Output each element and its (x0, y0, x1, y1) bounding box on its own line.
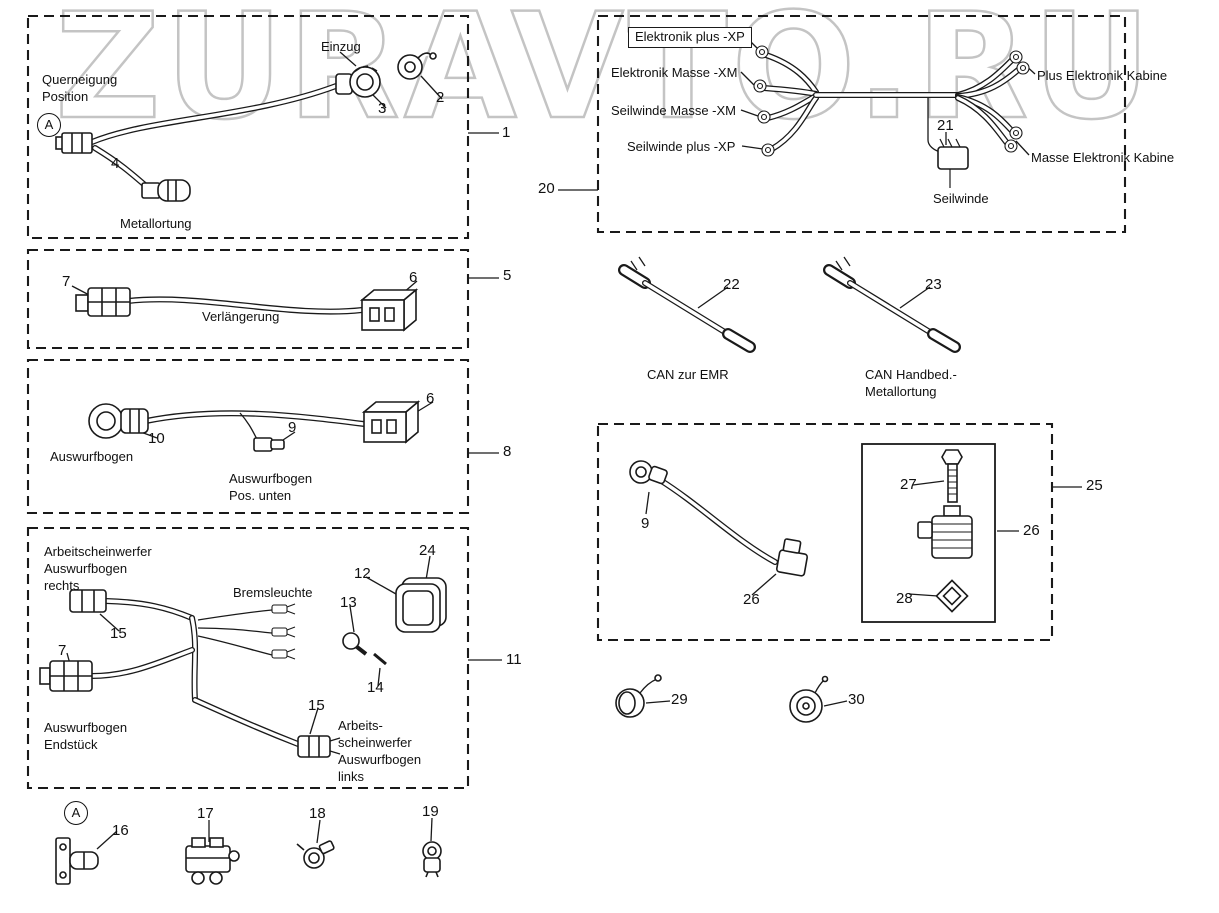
connector-15-bottom-art (297, 735, 341, 758)
part-21-art (937, 138, 969, 188)
callout-17: 17 (197, 805, 214, 822)
callout-24: 24 (419, 542, 436, 559)
callout-12: 12 (354, 565, 371, 582)
can-cable-23-art (823, 256, 961, 353)
connector-9-art (253, 437, 285, 452)
callout-20: 20 (538, 180, 555, 197)
callout-27: 27 (900, 476, 917, 493)
harness-11-art (39, 577, 447, 758)
connector-26a-art (775, 538, 809, 577)
label-elektronik-masse-xm: Elektronik Masse -XM (611, 65, 738, 80)
label-einzug: Einzug (321, 39, 361, 54)
connector-7b-art (39, 660, 93, 692)
label-can-zur-emr: CAN zur EMR (647, 367, 729, 382)
harness-20-art (753, 45, 1030, 188)
part-30-art (789, 675, 829, 723)
callout-7b: 7 (58, 642, 67, 659)
part-29-art (615, 674, 662, 718)
callout-7: 7 (62, 273, 71, 290)
label-auswurfbogen: Auswurfbogen (50, 449, 134, 464)
plug-3-art (335, 65, 381, 98)
part-19-art (422, 841, 442, 878)
callout-30: 30 (848, 691, 865, 708)
label-bremsleuchte: Bremsleuchte (233, 585, 313, 600)
metallortung-connector-art (141, 179, 191, 202)
coil-26b-art (917, 505, 973, 559)
callout-5: 5 (503, 267, 512, 284)
callout-10: 10 (148, 430, 165, 447)
callout-6: 6 (409, 269, 418, 286)
label-seilwinde: Seilwinde (933, 191, 989, 206)
group-frames (26, 14, 1127, 790)
callout-15b: 15 (308, 697, 325, 714)
can-cable-22-art (618, 256, 756, 353)
callout-3: 3 (378, 100, 387, 117)
lamp-12-24-art (395, 577, 447, 633)
callout-8: 8 (503, 443, 512, 460)
callout-26b: 26 (1023, 522, 1040, 539)
callout-16: 16 (112, 822, 129, 839)
label-seilwinde-plus-xp: Seilwinde plus -XP (627, 139, 736, 154)
part-16-art (55, 837, 99, 885)
ref-mark-a-top: A (37, 113, 61, 137)
cable-25-art (629, 449, 973, 613)
connector-6-art (359, 288, 419, 332)
callout-15: 15 (110, 625, 127, 642)
callout-22: 22 (723, 276, 740, 293)
label-arbeitscheinwerfer-rechts: Arbeitscheinwerfer Auswurfbogen rechts (44, 544, 152, 593)
connector-15-top-art (69, 589, 107, 613)
label-verlaengerung: Verlängerung (202, 309, 280, 324)
callout-9b: 9 (641, 515, 650, 532)
callout-19: 19 (422, 803, 439, 820)
extension-cable-5-art (75, 287, 419, 332)
auswurfbogen-cable-8-art (88, 400, 421, 452)
callout-14: 14 (367, 679, 384, 696)
callout-23: 23 (925, 276, 942, 293)
callout-11: 11 (506, 651, 522, 668)
callout-29: 29 (671, 691, 688, 708)
part-18-art (296, 840, 335, 869)
callout-21: 21 (937, 117, 954, 134)
connector-7-art (75, 287, 131, 317)
callout-28: 28 (896, 590, 913, 607)
label-querneigung-position: Querneigung Position (42, 72, 118, 104)
connector-6b-art (361, 400, 421, 444)
bremsleuchte-terminals-art (271, 603, 296, 660)
label-metallortung: Metallortung (120, 216, 192, 231)
callout-13: 13 (340, 594, 357, 611)
connector-4-art (55, 132, 93, 154)
label-arbeitsscheinwerfer-links: Arbeits- scheinwerfer Auswurfbogen links (338, 718, 422, 784)
callout-1: 1 (502, 124, 511, 141)
label-plus-elektronik-kabine: Plus Elektronik Kabine (1037, 68, 1168, 83)
callout-leader-lines (66, 36, 1082, 850)
label-auswurfbogen-pos-unten: Auswurfbogen Pos. unten (229, 471, 313, 503)
label-auswurfbogen-endstueck: Auswurfbogen Endstück (44, 720, 128, 752)
callout-2: 2 (436, 89, 445, 106)
connector-10-art (88, 403, 149, 439)
bulb-13-art (342, 632, 368, 656)
ring-terminals-right (1004, 50, 1030, 153)
seal-28-art (935, 579, 969, 613)
callout-6b: 6 (426, 390, 435, 407)
harness-1-art (55, 52, 437, 202)
part-17-art (185, 837, 240, 885)
callout-18: 18 (309, 805, 326, 822)
callout-9: 9 (288, 419, 297, 436)
label-seilwinde-masse-xm: Seilwinde Masse -XM (611, 103, 736, 118)
cap-2-art (397, 52, 437, 80)
connector-9b-art (629, 460, 668, 485)
watermark: ZURAVTO.RU (54, 0, 1155, 153)
bolt-27-art (941, 449, 963, 503)
callout-25: 25 (1086, 477, 1103, 494)
callout-4: 4 (111, 155, 120, 172)
pin-14-art (373, 652, 387, 666)
label-elektronik-plus-xp: Elektronik plus -XP (628, 27, 752, 48)
ref-mark-a-bottom: A (64, 801, 88, 825)
inner-frame-26 (861, 443, 996, 623)
callout-26: 26 (743, 591, 760, 608)
label-can-handbed-metallortung: CAN Handbed.- Metallortung (865, 367, 957, 399)
label-masse-elektronik-kabine: Masse Elektronik Kabine (1031, 150, 1175, 165)
ring-terminals-left (753, 45, 775, 157)
